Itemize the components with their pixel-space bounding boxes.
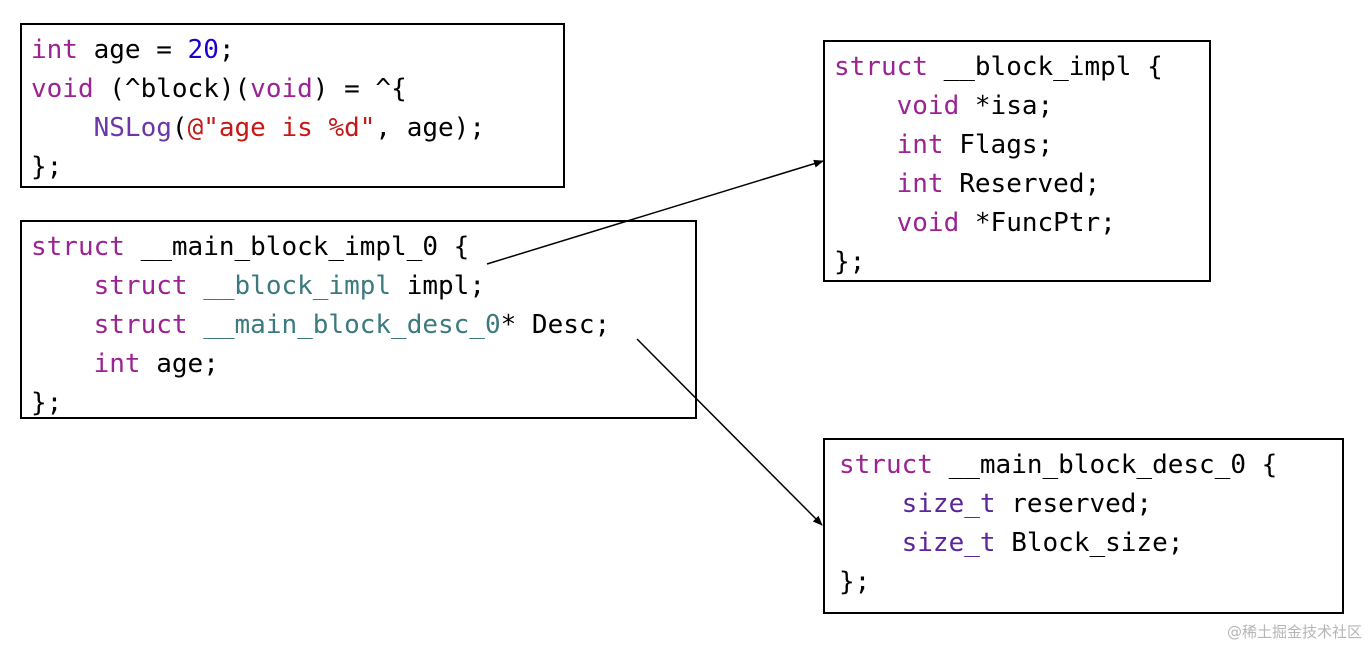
code-line: }; — [834, 243, 1209, 282]
code-text: }; — [839, 567, 871, 597]
type-name: size_t — [901, 489, 996, 519]
main-block-impl-box: struct __main_block_impl_0 { struct __bl… — [20, 220, 697, 419]
code-line: void (^block)(void) = ^{ — [31, 70, 563, 109]
code-line: }; — [31, 148, 563, 187]
code-text: age = — [77, 35, 188, 65]
source-code-box: int age = 20; void (^block)(void) = ^{ N… — [20, 23, 565, 188]
code-text: Block_size; — [995, 528, 1184, 558]
code-text: * Desc; — [500, 310, 611, 340]
code-text: __main_block_impl_0 { — [124, 232, 470, 262]
watermark: @稀土掘金技术社区 — [1226, 623, 1362, 641]
code-text: __main_block_desc_0 { — [932, 450, 1278, 480]
code-line: }; — [31, 384, 695, 423]
code-text: __block_impl { — [927, 52, 1163, 82]
code-line: NSLog(@"age is %d", age); — [31, 109, 563, 148]
code-text: }; — [31, 388, 63, 418]
code-line: void *isa; — [834, 87, 1209, 126]
code-text: ) = ^{ — [312, 74, 407, 104]
keyword: int — [896, 169, 944, 199]
number-literal: 20 — [187, 35, 219, 65]
keyword: struct — [834, 52, 928, 82]
arrow-desc-to-block-desc — [636, 338, 823, 526]
code-text: Reserved; — [943, 169, 1101, 199]
keyword: void — [31, 74, 94, 104]
keyword: void — [250, 74, 313, 104]
code-line: size_t reserved; — [839, 485, 1342, 524]
keyword: int — [896, 130, 944, 160]
code-text: (^block)( — [93, 74, 251, 104]
keyword: int — [93, 349, 141, 379]
block-impl-box: struct __block_impl { void *isa; int Fla… — [823, 40, 1211, 282]
code-line: size_t Block_size; — [839, 524, 1342, 563]
keyword: struct — [839, 450, 933, 480]
string-literal: @"age is %d" — [187, 113, 376, 143]
code-text: ( — [171, 113, 188, 143]
code-text: *FuncPtr; — [959, 208, 1116, 238]
code-text: }; — [834, 247, 866, 277]
type-name: size_t — [901, 528, 996, 558]
code-line: struct __main_block_desc_0* Desc; — [31, 306, 695, 345]
code-text: impl; — [391, 271, 485, 301]
code-line: }; — [839, 563, 1342, 602]
main-block-desc-box: struct __main_block_desc_0 { size_t rese… — [823, 438, 1344, 614]
type-name: __main_block_desc_0 — [203, 310, 501, 340]
arrow-impl-to-block-impl — [486, 159, 824, 265]
code-text: *isa; — [959, 91, 1054, 121]
keyword: int — [31, 35, 78, 65]
function-name: NSLog — [93, 113, 172, 143]
code-line: void *FuncPtr; — [834, 204, 1209, 243]
code-text: , age); — [375, 113, 485, 143]
code-text: reserved; — [995, 489, 1153, 519]
type-name: __block_impl — [203, 271, 392, 301]
code-text: age; — [140, 349, 219, 379]
keyword: struct — [93, 271, 188, 301]
code-text: }; — [31, 152, 63, 182]
code-line: int age; — [31, 345, 695, 384]
code-line: int Flags; — [834, 126, 1209, 165]
code-line: struct __block_impl { — [834, 48, 1209, 87]
code-text: Flags; — [943, 130, 1054, 160]
code-line: int age = 20; — [31, 31, 563, 70]
code-line: struct __main_block_desc_0 { — [839, 446, 1342, 485]
keyword: void — [896, 208, 960, 238]
code-line: int Reserved; — [834, 165, 1209, 204]
code-text: ; — [218, 35, 235, 65]
code-line: struct __main_block_impl_0 { — [31, 228, 695, 267]
keyword: struct — [31, 232, 125, 262]
code-line: struct __block_impl impl; — [31, 267, 695, 306]
keyword: void — [896, 91, 960, 121]
keyword: struct — [93, 310, 188, 340]
